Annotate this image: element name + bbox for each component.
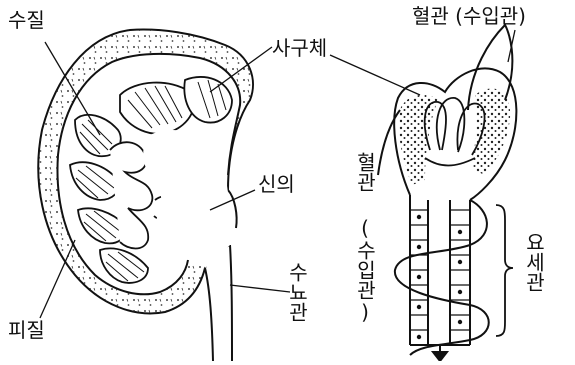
outflow-arrow xyxy=(433,345,447,361)
label-medulla: 수질 xyxy=(8,10,45,30)
vessel-loop xyxy=(378,25,512,355)
label-cortex: 피질 xyxy=(8,320,45,340)
label-ureter: 수뇨관 xyxy=(286,262,307,322)
ureter-wall-1 xyxy=(230,245,232,361)
leader-glomerulus-nephron xyxy=(330,55,420,95)
label-vessel-top: 혈관 (수입관) xyxy=(412,6,526,26)
tubule-cells xyxy=(410,210,470,339)
pyramid-2 xyxy=(184,77,232,123)
label-vessel-side: 혈관 (수입관) xyxy=(354,152,375,324)
label-renal-pelvis: 신의 xyxy=(258,174,295,194)
leader-cortex xyxy=(40,240,75,318)
tubule-brace xyxy=(496,205,513,336)
ureter-wall-2 xyxy=(205,268,213,361)
capsule-tissue-left xyxy=(399,95,438,185)
label-glomerulus: 사구체 xyxy=(272,38,327,58)
label-tubule: 요세관 xyxy=(518,232,550,292)
leader-ureter xyxy=(230,285,290,292)
